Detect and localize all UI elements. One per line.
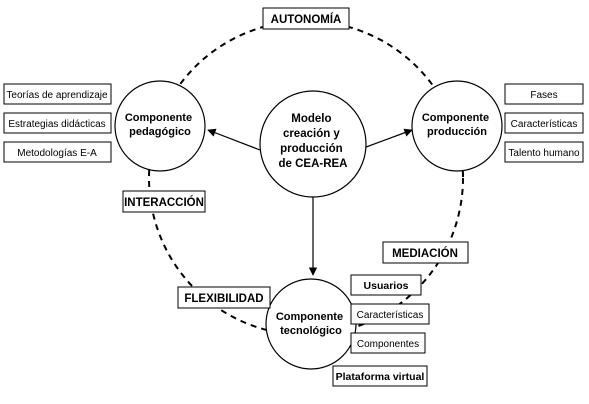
arrow-to-pedagogico <box>207 128 261 151</box>
svg-text:Fases: Fases <box>530 90 557 101</box>
tecnologico-item-plataforma: Plataforma virtual <box>332 365 428 387</box>
tecnologico-circle <box>265 278 357 370</box>
produccion-item-fases: Fases <box>504 83 584 105</box>
pedagogico-item-metodologias: Metodologías E-A <box>3 141 112 163</box>
center-title: Modelo creación y producción de CEA-REA <box>278 113 347 170</box>
svg-text:Estrategias didácticas: Estrategias didácticas <box>8 119 105 130</box>
svg-text:Teorías de aprendizaje: Teorías de aprendizaje <box>6 90 108 101</box>
produccion-item-talento: Talento humano <box>504 141 584 163</box>
svg-text:Talento humano: Talento humano <box>508 148 580 159</box>
principle-flexibilidad: FLEXIBILIDAD <box>177 286 271 309</box>
pedagogico-title: Componente pedagógico <box>125 112 195 138</box>
svg-text:INTERACCIÓN: INTERACCIÓN <box>124 196 204 209</box>
svg-text:Plataforma virtual: Plataforma virtual <box>336 371 425 383</box>
tecnologico-item-caracteristicas: Características <box>350 303 430 325</box>
pedagogico-item-teorias: Teorías de aprendizaje <box>3 83 112 105</box>
svg-text:Características: Características <box>357 310 424 321</box>
tecnologico-item-componentes: Componentes <box>350 332 426 354</box>
pedagogico-circle <box>114 80 206 172</box>
svg-text:Usuarios: Usuarios <box>364 280 409 292</box>
svg-text:Metodologías E-A: Metodologías E-A <box>17 148 97 159</box>
principle-interaccion: INTERACCIÓN <box>122 190 206 213</box>
pedagogico-item-estrategias: Estrategias didácticas <box>3 112 112 134</box>
svg-text:MEDIACIÓN: MEDIACIÓN <box>392 247 458 260</box>
svg-text:FLEXIBILIDAD: FLEXIBILIDAD <box>184 293 263 305</box>
arrow-to-produccion <box>357 128 413 151</box>
principle-autonomia: AUTONOMÍA <box>262 7 350 30</box>
center-circle <box>259 90 367 198</box>
svg-text:AUTONOMÍA: AUTONOMÍA <box>271 13 342 26</box>
produccion-title: Componente producción <box>422 112 492 138</box>
produccion-circle <box>411 80 503 172</box>
tecnologico-item-usuarios: Usuarios <box>350 274 422 296</box>
svg-text:Componentes: Componentes <box>357 339 419 350</box>
svg-text:Características: Características <box>511 119 578 130</box>
produccion-item-caracteristicas: Características <box>504 112 584 134</box>
principle-mediacion: MEDIACIÓN <box>382 241 469 264</box>
tecnologico-title: Componente tecnológico <box>276 311 346 337</box>
